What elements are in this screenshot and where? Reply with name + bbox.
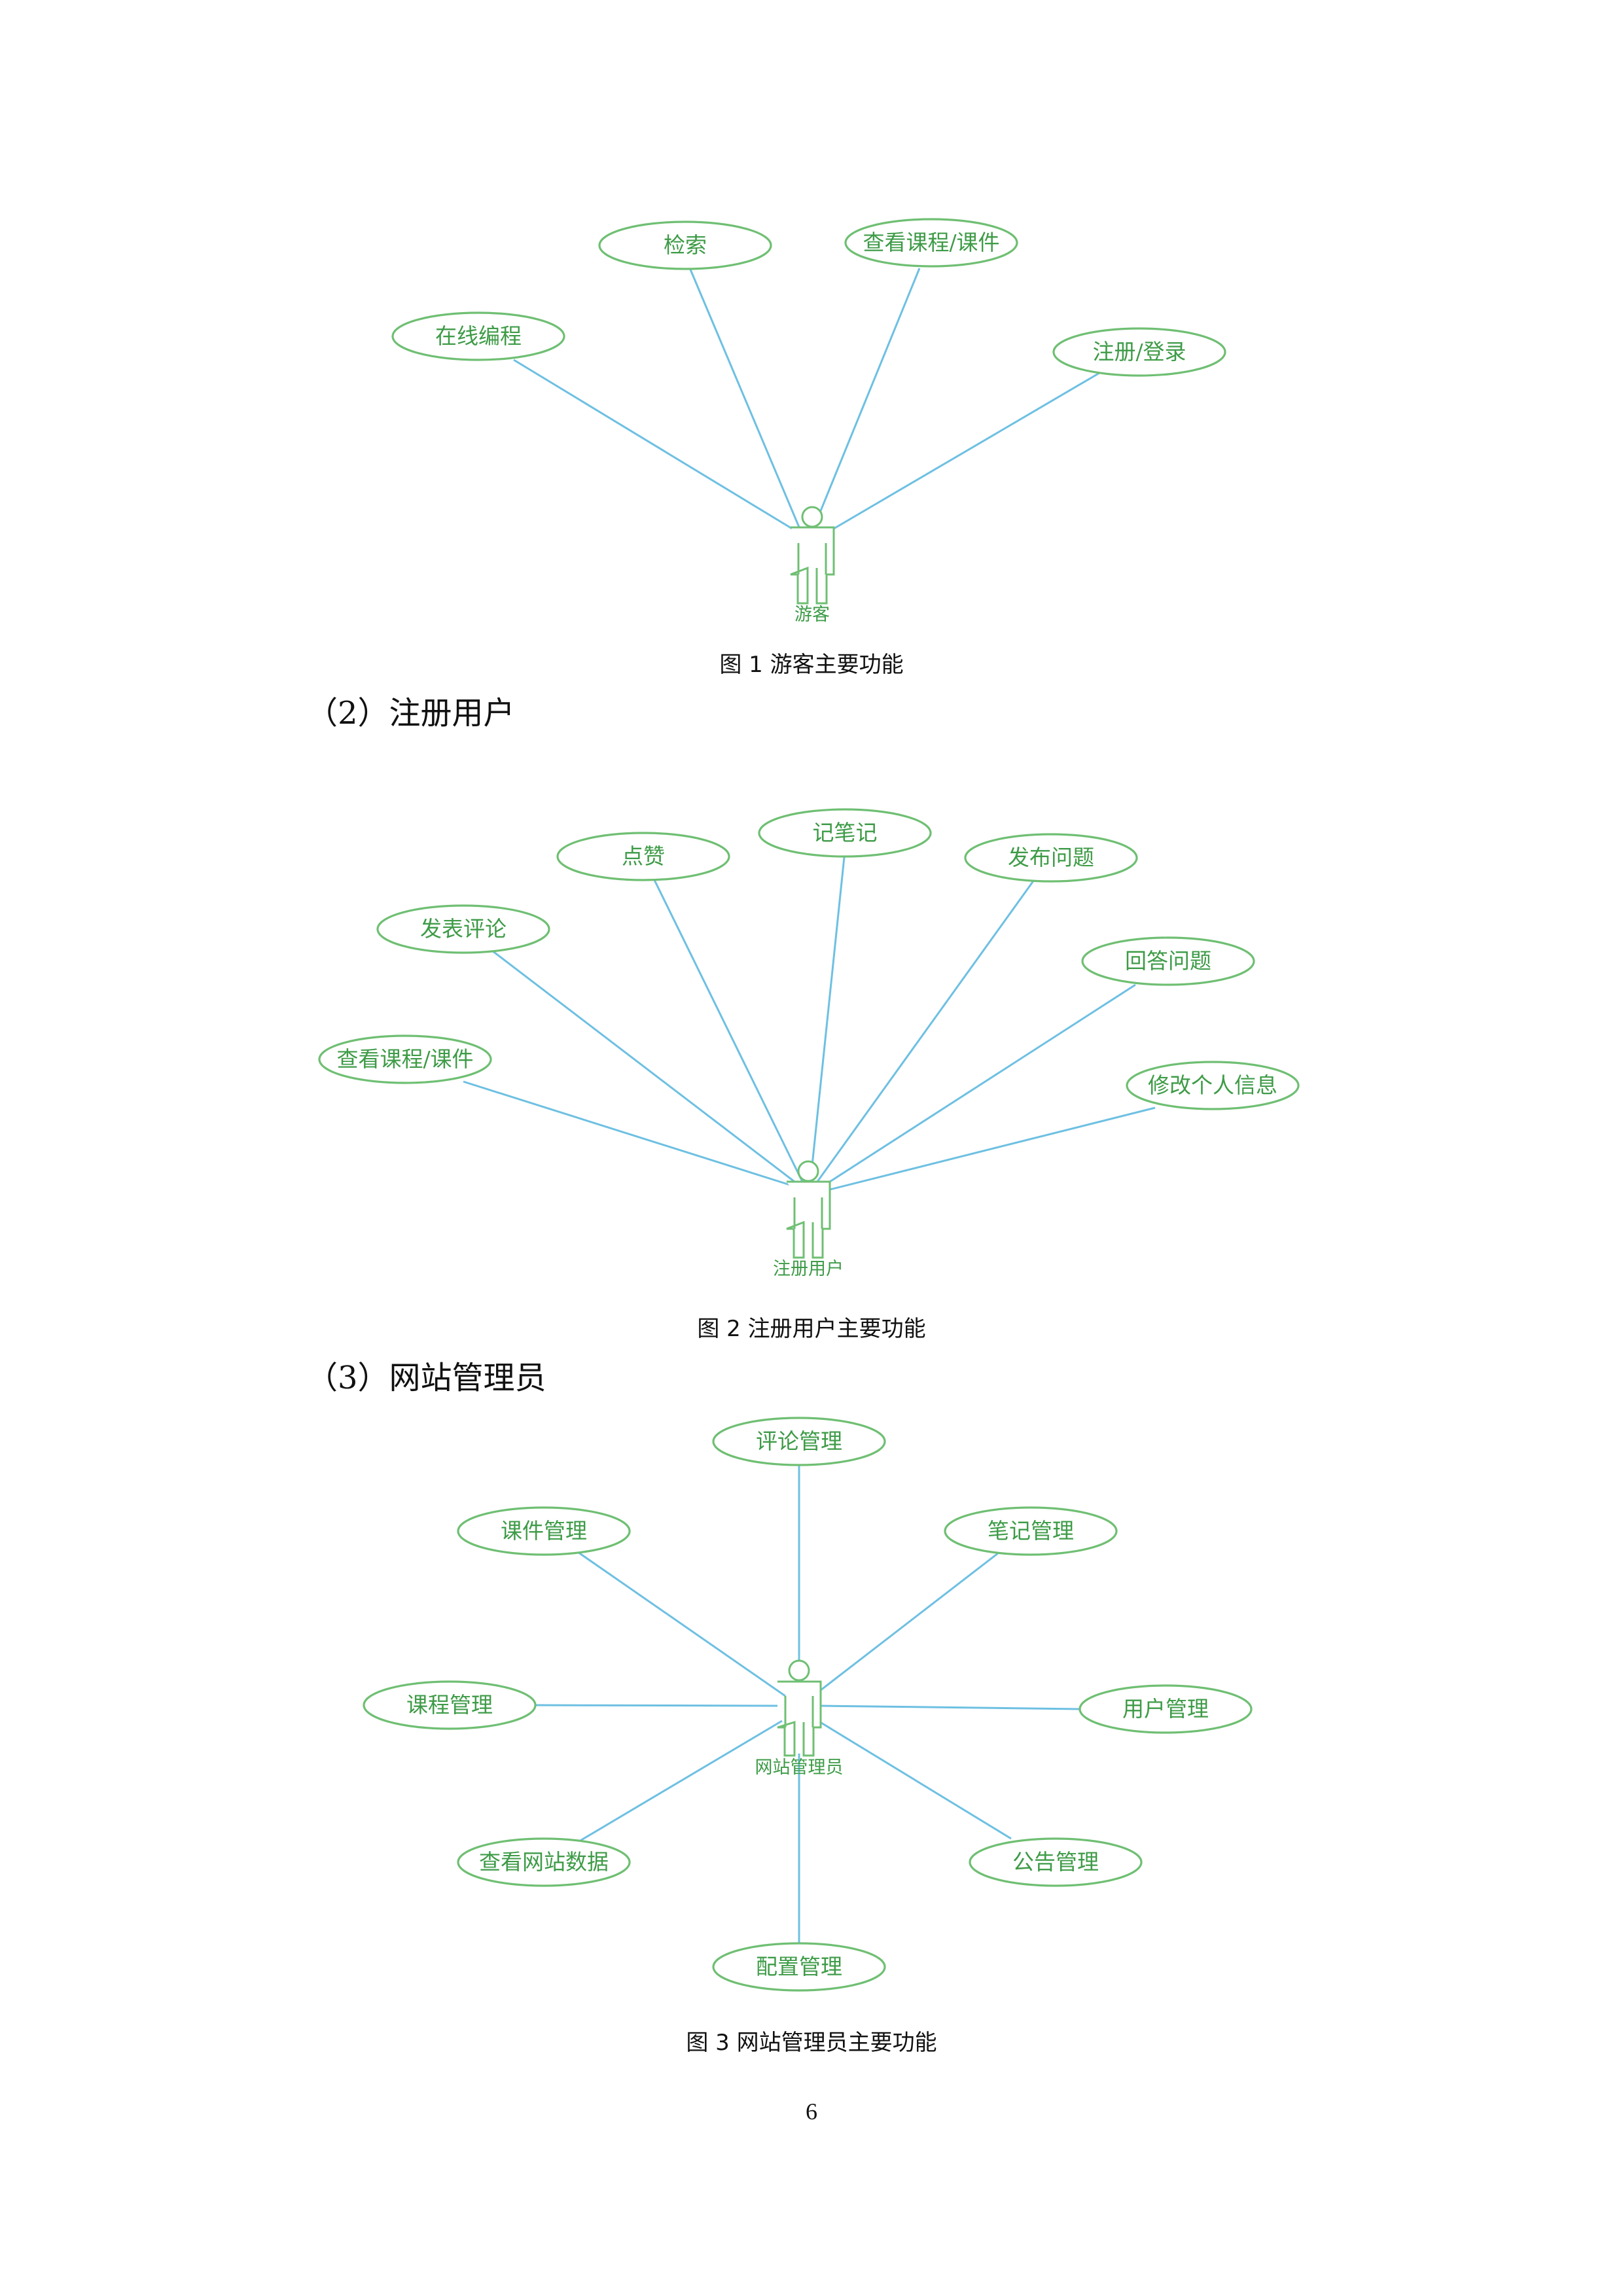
association-line bbox=[817, 1720, 1012, 1840]
diagram-registered-user: 注册用户 查看课程/课件 发表评论 点赞 记笔记 发布问题 回答问题 修改个人信… bbox=[318, 808, 1300, 1279]
actor-label: 网站管理员 bbox=[755, 1757, 844, 1778]
actor-icon bbox=[788, 1659, 810, 1682]
use-case-label: 发布问题 bbox=[1008, 845, 1094, 870]
use-case-label: 笔记管理 bbox=[988, 1518, 1074, 1544]
use-case-label: 查看课程/课件 bbox=[863, 230, 999, 255]
association-line bbox=[810, 268, 921, 534]
actor-label: 游客 bbox=[794, 605, 830, 625]
association-line bbox=[820, 983, 1136, 1189]
association-line bbox=[821, 1704, 1080, 1710]
use-case-label: 课件管理 bbox=[501, 1518, 587, 1544]
use-case-label: 查看课程/课件 bbox=[336, 1046, 473, 1072]
use-case-label: 用户管理 bbox=[1122, 1696, 1209, 1722]
figure-caption: 图 3 网站管理员主要功能 bbox=[686, 2030, 937, 2056]
use-case-5: 回答问题 bbox=[1081, 936, 1255, 986]
use-case-label: 检索 bbox=[664, 232, 707, 258]
use-case-label: 课程管理 bbox=[406, 1692, 493, 1718]
use-case-6: 公告管理 bbox=[969, 1837, 1143, 1887]
use-case-4: 用户管理 bbox=[1079, 1684, 1253, 1734]
actor-visitor: 游客 bbox=[790, 506, 835, 625]
association-line bbox=[513, 359, 800, 535]
actor-icon bbox=[801, 506, 823, 528]
use-case-2: 查看课程/课件 bbox=[844, 218, 1018, 268]
association-line bbox=[491, 949, 800, 1187]
actor-body bbox=[786, 1180, 831, 1259]
association-line bbox=[825, 372, 1100, 535]
use-case-label: 评论管理 bbox=[756, 1428, 842, 1454]
association-line bbox=[653, 879, 805, 1185]
association-line bbox=[824, 1106, 1156, 1192]
figure-caption: 图 2 注册用户主要功能 bbox=[697, 1316, 926, 1342]
associations bbox=[463, 857, 1156, 1192]
use-case-0: 查看课程/课件 bbox=[318, 1034, 492, 1084]
associations bbox=[535, 1466, 1080, 1943]
use-case-label: 配置管理 bbox=[756, 1954, 842, 1979]
association-line bbox=[814, 879, 1035, 1185]
actor-registered-user: 注册用户 bbox=[773, 1160, 844, 1279]
use-case-7: 配置管理 bbox=[712, 1942, 886, 1992]
figure-caption: 图 1 游客主要功能 bbox=[719, 652, 904, 678]
use-case-label: 发表评论 bbox=[420, 916, 507, 942]
use-case-2: 点赞 bbox=[556, 832, 730, 881]
use-case-6: 修改个人信息 bbox=[1126, 1061, 1300, 1110]
use-case-5: 查看网站数据 bbox=[457, 1837, 631, 1887]
associations bbox=[513, 268, 1100, 535]
use-case-label: 公告管理 bbox=[1012, 1849, 1099, 1875]
diagram-visitor: 游客 在线编程 检索 查看课程/课件 注册/登录 bbox=[391, 218, 1226, 625]
use-case-label: 在线编程 bbox=[435, 323, 522, 349]
use-case-1: 课件管理 bbox=[457, 1506, 631, 1556]
use-case-label: 修改个人信息 bbox=[1148, 1072, 1277, 1098]
section-heading: （2）注册用户 bbox=[306, 695, 515, 732]
use-case-label: 查看网站数据 bbox=[479, 1849, 609, 1875]
use-case-3: 记笔记 bbox=[758, 808, 932, 858]
use-case-2: 笔记管理 bbox=[944, 1506, 1118, 1556]
association-line bbox=[814, 1549, 1002, 1696]
diagram-site-admin: 网站管理员 评论管理 课件管理 笔记管理 课程管理 用户管理 查看网站数据 公告… bbox=[363, 1417, 1253, 1992]
use-case-1: 检索 bbox=[598, 221, 772, 270]
use-case-label: 注册/登录 bbox=[1092, 339, 1186, 364]
actor-body bbox=[777, 1680, 822, 1757]
use-case-3: 注册/登录 bbox=[1052, 327, 1226, 377]
use-case-0: 评论管理 bbox=[712, 1417, 886, 1466]
association-line bbox=[689, 269, 803, 534]
association-line bbox=[575, 1549, 786, 1697]
use-case-4: 发布问题 bbox=[964, 833, 1138, 883]
use-case-3: 课程管理 bbox=[363, 1680, 537, 1730]
use-case-label: 回答问题 bbox=[1125, 948, 1211, 974]
use-case-label: 点赞 bbox=[622, 843, 665, 869]
association-line bbox=[809, 857, 846, 1185]
page-number: 6 bbox=[806, 2098, 817, 2125]
association-line bbox=[535, 1704, 778, 1707]
section-heading: （3）网站管理员 bbox=[306, 1360, 546, 1396]
association-line bbox=[575, 1720, 783, 1845]
association-line bbox=[463, 1080, 799, 1189]
actor-site-admin: 网站管理员 bbox=[755, 1659, 844, 1778]
actor-icon bbox=[797, 1160, 819, 1182]
actor-body bbox=[790, 526, 835, 605]
actor-label: 注册用户 bbox=[773, 1259, 844, 1279]
use-case-label: 记笔记 bbox=[813, 820, 878, 845]
use-case-0: 在线编程 bbox=[391, 311, 565, 361]
use-case-1: 发表评论 bbox=[376, 904, 550, 954]
